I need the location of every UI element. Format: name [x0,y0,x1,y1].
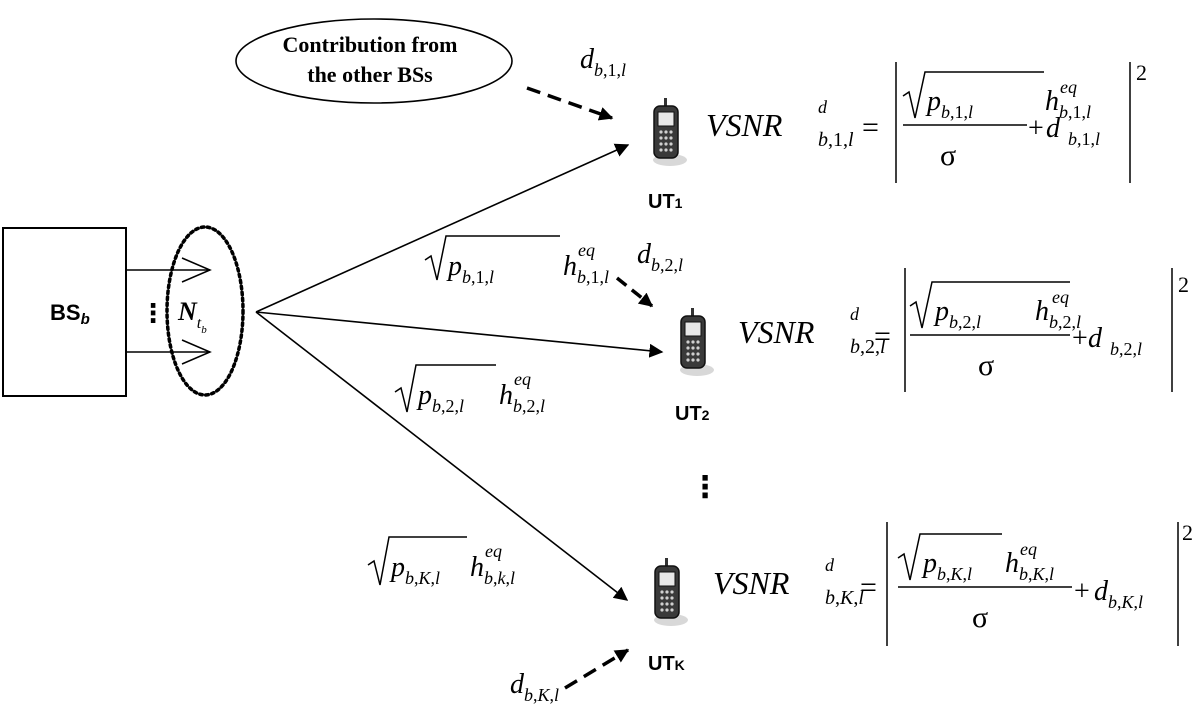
interference-term-ut1: db,1,l [580,44,626,80]
ut2-label: UT2 [675,403,710,425]
other-bs-label-line1: Contribution from [283,32,458,57]
svg-text:hb,1,l: hb,1,l [563,251,609,287]
svg-text:+: + [1072,323,1088,354]
svg-text:pb,2,l: pb,2,l [933,296,981,332]
svg-text:=: = [874,320,891,353]
svg-text:=: = [860,571,877,604]
svg-text:db,1,l: db,1,l [1046,113,1100,149]
svg-text:2: 2 [1136,60,1147,85]
vsnr-equation-utk: VSNR d b,K,l = 2 pb,K,l hb,K,l eq σ + db… [713,520,1193,646]
svg-text:d: d [825,555,835,575]
svg-text:eq: eq [514,369,531,389]
svg-text:eq: eq [1060,77,1077,97]
antenna-array [126,257,212,365]
beam-to-utk [255,311,629,601]
svg-text:pb,1,l: pb,1,l [446,251,494,287]
beam-to-ut1 [255,143,630,313]
interference-term-ut2: db,2,l [637,239,683,275]
svg-text:pb,K,l: pb,K,l [389,552,440,588]
svg-text:hb,2,l: hb,2,l [499,380,545,416]
beam-to-ut2 [255,311,664,358]
svg-text:pb,2,l: pb,2,l [416,380,464,416]
phone-icon-ut2 [679,307,715,377]
svg-text:σ: σ [978,349,994,382]
svg-text:hb,1,l: hb,1,l [1045,86,1091,122]
svg-text:eq: eq [485,541,502,561]
bs-vertical-dots: ⋮ [140,298,166,328]
svg-text:2: 2 [1178,272,1189,297]
svg-text:+: + [1074,576,1090,607]
interference-arrow-ut1 [526,86,614,121]
svg-text:VSNR: VSNR [738,314,815,350]
utk-label: UTK [648,653,685,675]
svg-text:σ: σ [940,139,956,172]
user-vertical-dots: ⋮ [690,471,720,504]
interference-term-utk: db,K,l [510,669,559,705]
svg-text:db,2,l: db,2,l [1088,323,1142,359]
beam-label-ut2: pb,2,l hb,2,l eq [394,364,545,416]
beam-label-utk: pb,K,l hb,k,l eq [367,536,515,588]
svg-text:VSNR: VSNR [706,107,783,143]
svg-text:db,K,l: db,K,l [1094,576,1143,612]
svg-text:pb,1,l: pb,1,l [925,86,973,122]
svg-text:b,2,l: b,2,l [850,336,886,358]
svg-text:b,K,l: b,K,l [825,587,864,609]
svg-text:σ: σ [972,601,988,634]
svg-text:eq: eq [578,240,595,260]
svg-text:=: = [862,111,879,144]
interference-arrow-ut2 [615,276,654,308]
phone-icon-ut1 [652,97,688,167]
base-station-label: BSb [50,300,90,328]
beam-label-ut1: pb,1,l hb,1,l eq [424,235,609,287]
svg-text:hb,2,l: hb,2,l [1035,296,1081,332]
svg-text:eq: eq [1052,287,1069,307]
phone-icon-utk [653,557,689,627]
svg-text:2: 2 [1182,520,1193,545]
svg-text:b,1,l: b,1,l [818,129,854,151]
svg-text:pb,K,l: pb,K,l [921,548,972,584]
other-bs-ellipse [235,18,513,104]
ut1-label: UT1 [648,191,683,213]
svg-text:VSNR: VSNR [713,565,790,601]
antenna-count-label: Ntb [177,297,207,336]
other-bs-label-line2: the other BSs [307,62,433,87]
svg-text:d: d [818,97,828,117]
svg-text:d: d [850,304,860,324]
interference-arrow-utk [564,648,630,690]
base-station-box [2,227,127,397]
svg-text:+: + [1028,113,1044,144]
svg-text:hb,k,l: hb,k,l [470,552,515,588]
svg-text:hb,K,l: hb,K,l [1005,548,1054,584]
antenna-ellipse [165,225,245,397]
svg-text:eq: eq [1020,539,1037,559]
